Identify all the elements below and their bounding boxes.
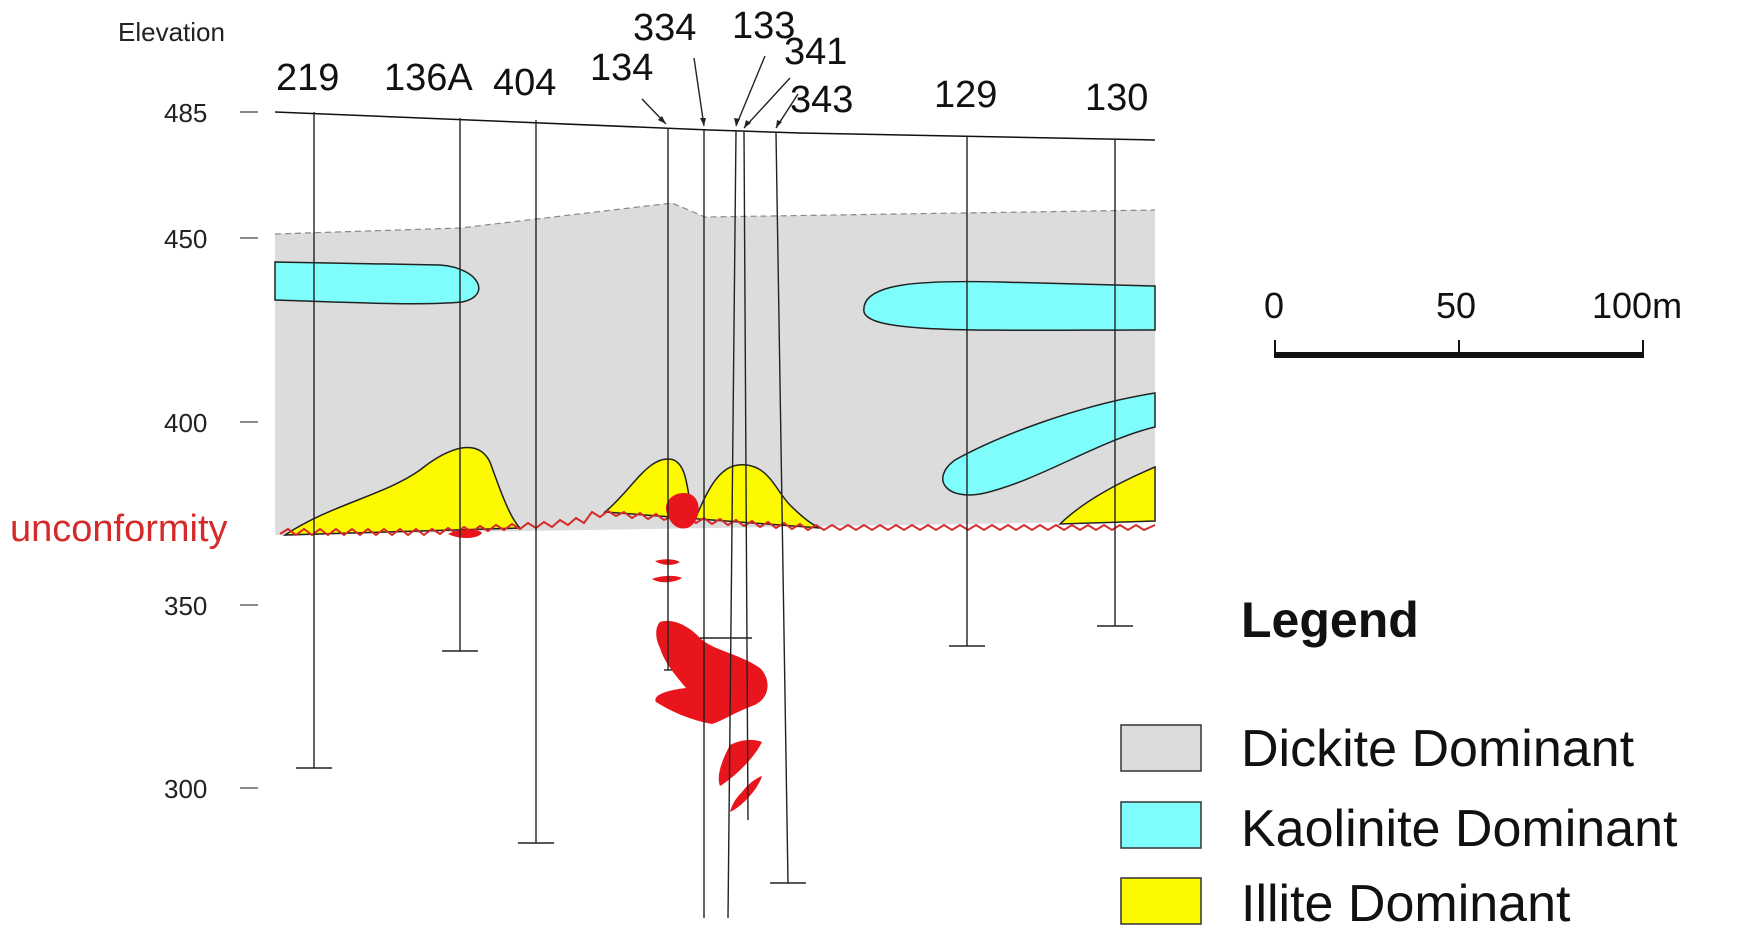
arrowhead-343	[776, 120, 782, 128]
dickite-top-line	[274, 202, 1156, 235]
illite-zone-1	[282, 446, 522, 536]
scale-bar: 0 50 100m	[1264, 285, 1682, 358]
kaolinite-lens-2	[863, 280, 1156, 332]
mineralization-body-5	[655, 620, 768, 724]
legend-label: Illite Dominant	[1241, 875, 1571, 931]
elevation-tick-label: 300	[164, 774, 207, 804]
elevation-tick-label: 400	[164, 408, 207, 438]
mineralization-body-2	[448, 529, 482, 539]
scale-label: 0	[1264, 285, 1284, 326]
kaolinite-lens-3	[942, 392, 1156, 496]
legend-swatch-kaolinite	[1120, 801, 1202, 849]
unconformity-label: unconformity	[10, 508, 228, 550]
legend: Legend Dickite Dominant Kaolinite Domina…	[1120, 592, 1678, 931]
ground-surface	[274, 111, 1156, 141]
drill-hole-traces	[296, 112, 1133, 919]
drill-hole-343-trace	[775, 132, 789, 884]
arrowhead-133	[734, 118, 740, 126]
collar-arrowheads	[658, 116, 782, 128]
mineralization-body-4	[652, 575, 682, 583]
drill-hole-labels: 219 136A 404 134 334 133 341 343 129 130	[276, 5, 1148, 121]
legend-swatch-dickite	[1120, 724, 1202, 772]
mineralization-bodies	[448, 493, 768, 812]
drill-hole-label: 334	[633, 7, 696, 49]
leader-341	[743, 77, 791, 129]
drill-hole-label: 133	[732, 5, 795, 47]
drill-hole-label: 130	[1085, 77, 1148, 119]
kaolinite-lens-1	[274, 261, 480, 305]
elevation-ticks	[240, 111, 258, 789]
illite-zone-3	[1058, 465, 1156, 525]
legend-label: Dickite Dominant	[1241, 720, 1635, 778]
elevation-tick-labels: 485 450 400 350 300	[164, 98, 207, 804]
collar-leaders	[641, 55, 799, 129]
legend-title: Legend	[1241, 592, 1419, 648]
drill-hole-label: 343	[790, 79, 853, 121]
unconformity-line	[279, 509, 1156, 537]
elevation-tick-label: 485	[164, 98, 207, 128]
elevation-tick-label: 350	[164, 591, 207, 621]
mineralization-body-7	[730, 776, 762, 812]
arrowhead-134	[658, 116, 666, 124]
drill-hole-label: 404	[493, 62, 556, 104]
elevation-tick-label: 450	[164, 224, 207, 254]
scale-label: 100m	[1592, 285, 1682, 326]
arrowhead-341	[744, 120, 751, 128]
mineralization-body-1	[665, 493, 699, 529]
drill-hole-341-trace	[743, 131, 749, 821]
drill-hole-133-trace	[727, 130, 737, 919]
leader-334	[693, 57, 705, 127]
drill-hole-label: 219	[276, 57, 339, 99]
elevation-axis-title: Elevation	[118, 17, 225, 47]
drill-hole-label: 136A	[384, 57, 473, 99]
drill-hole-label: 341	[784, 31, 847, 73]
arrowhead-334	[700, 118, 706, 126]
drill-hole-label: 134	[590, 47, 653, 89]
legend-swatch-illite	[1120, 877, 1202, 925]
legend-label: Kaolinite Dominant	[1241, 800, 1678, 858]
scale-label: 50	[1436, 285, 1476, 326]
leader-133	[735, 55, 766, 127]
drill-hole-label: 129	[934, 74, 997, 116]
mineralization-body-6	[718, 739, 762, 786]
